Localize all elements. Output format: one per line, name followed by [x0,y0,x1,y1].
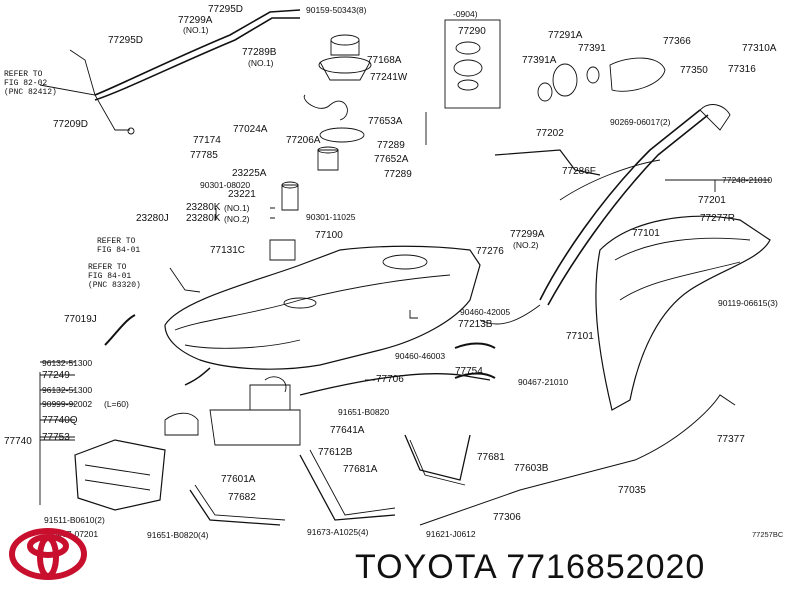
part-77289b: 77289B [242,47,277,58]
part-77310a: 77310A [742,43,777,54]
part-77641a: 77641A [330,425,365,436]
part-77100: 77100 [315,230,343,241]
part-77612b: 77612B [318,447,353,458]
part-23280k-2: 23280K [186,213,221,224]
part-77290: 77290 [458,26,486,37]
part-77753: 77753 [42,432,70,443]
bolt-91673-a1025: 91673-A1025(4) [307,527,369,537]
part-77241w: 77241W [370,72,408,83]
part-77681: 77681 [477,452,505,463]
bolt-91651-b0820-a: 91651-B0820 [338,407,390,417]
part-77740q: 77740Q [42,415,78,426]
part-77209d: 77209D [53,119,89,130]
bolt-90301-08020: 90301-08020 [200,180,251,190]
part-77306: 77306 [493,512,521,523]
bolt-91511-b0610: 91511-B0610(2) [44,515,105,525]
part-77706: 77706 [376,374,404,385]
ref-fig-84-01-a: REFER TO FIG 84-01 [97,237,141,255]
part-77785: 77785 [190,150,218,161]
part-77754: 77754 [455,366,483,377]
part-77603b: 77603B [514,463,549,474]
part-77291a: 77291A [548,30,583,41]
diagram-code: 77257BC [752,530,784,539]
part-77299a-note: (NO.1) [183,25,209,35]
part-77248-21010: 77248-21010 [722,175,773,185]
bolt-96132-51300-a: 96132-51300 [42,358,93,368]
part-77299a-2-note: (NO.2) [513,240,539,250]
part-77652a: 77652A [374,154,409,165]
part-23221: 23221 [228,189,256,200]
part-77377: 77377 [717,434,745,445]
bolt-91621-j0612: 91621-J0612 [426,529,476,539]
part-77249: 77249 [42,370,70,381]
part-77740: 77740 [4,436,32,447]
part-77295d-top: 77295D [208,4,244,15]
part-77682: 77682 [228,492,256,503]
brand-part-number: TOYOTA 7716852020 [355,548,706,586]
bolt-90999-92002: 90999-92002 [42,399,93,409]
part-77601a: 77601A [221,474,256,485]
part-77299a: 77299A [178,15,213,26]
part-77035: 77035 [618,485,646,496]
bolt-91651-b0820-b: 91651-B0820(4) [147,530,209,540]
part-23280k-1: 23280K [186,202,221,213]
part-77391a: 77391A [522,55,557,66]
part-77168a: 77168A [367,55,402,66]
part-77201: 77201 [698,195,726,206]
bolt-90159-50343: 90159-50343(8) [306,5,367,15]
bolt-90460-46003: 90460-46003 [395,351,446,361]
part-77295d: 77295D [108,35,144,46]
part-77276: 77276 [476,246,504,257]
bolt-90301-11025: 90301-11025 [306,212,356,222]
part-77289-b: 77289 [384,169,412,180]
part-77391: 77391 [578,43,606,54]
part-23280j: 23280J [136,213,169,224]
toyota-logo-icon [9,528,87,580]
part-77350: 77350 [680,65,708,76]
part-77206a: 77206A [286,135,321,146]
date-note: -0904) [453,9,478,19]
part-77202: 77202 [536,128,564,139]
part-77131c: 77131C [210,245,246,256]
part-77277r: 77277R [700,213,736,224]
bolt-90467-21010: 90467-21010 [518,377,569,387]
bolt-90999-92002-note: (L=60) [104,399,129,409]
bolt-90119-06615: 90119-06615(3) [718,298,778,308]
part-77101-b: 77101 [566,331,594,342]
part-77299a-2: 77299A [510,229,545,240]
ref-fig-82-02: REFER TO FIG 82-02 (PNC 82412) [4,70,57,97]
part-77174: 77174 [193,135,221,146]
part-77289-a: 77289 [377,140,405,151]
bolt-90460-42005: 90460-42005 [460,307,511,317]
part-77653a: 77653A [368,116,403,127]
part-23225a: 23225A [232,168,267,179]
part-77101-a: 77101 [632,228,660,239]
part-23280k-1-note: (NO.1) [224,203,250,213]
bolt-96132-51300-b: 96132-51300 [42,385,93,395]
part-77024a: 77024A [233,124,268,135]
part-23280k-2-note: (NO.2) [224,214,250,224]
ref-fig-84-01-b: REFER TO FIG 84-01 (PNC 83320) [88,263,141,290]
part-77286f: 77286F [562,166,596,177]
part-77213b: 77213B [458,319,493,330]
part-77289b-note: (NO.1) [248,58,274,68]
part-77019j: 77019J [64,314,97,325]
part-77366: 77366 [663,36,691,47]
bolt-90269-06017: 90269-06017(2) [610,117,671,127]
part-77681a: 77681A [343,464,378,475]
part-77316: 77316 [728,64,756,75]
